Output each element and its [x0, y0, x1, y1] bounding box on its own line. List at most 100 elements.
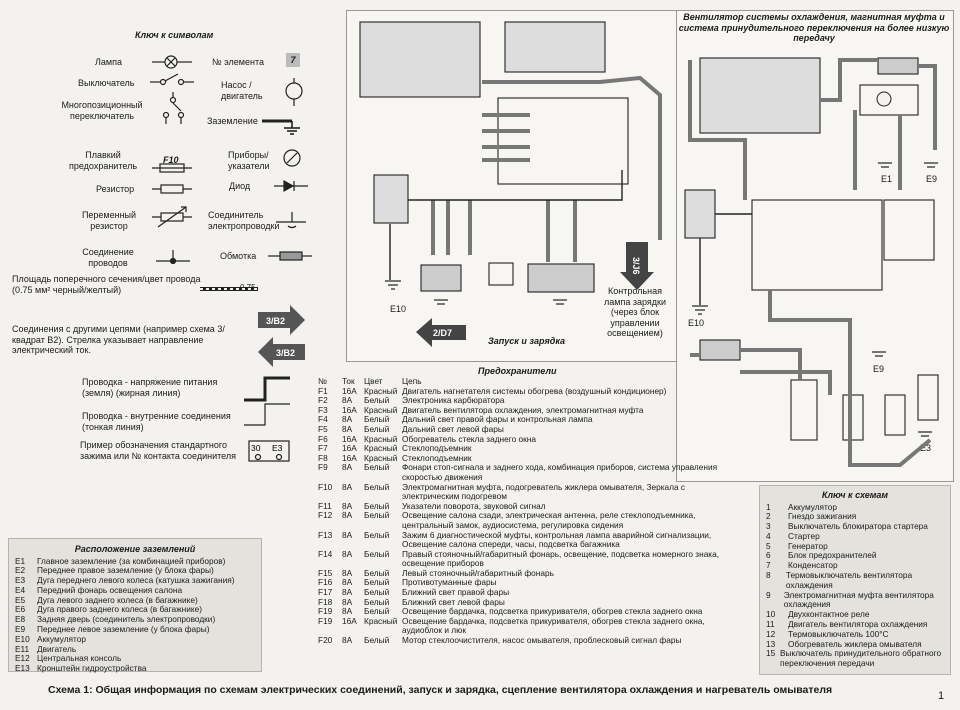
fuse-color: Белый [364, 529, 390, 540]
legend-desc: Стартер [788, 530, 820, 541]
e9-right-top: E9 [926, 174, 938, 184]
fuse-circuit: Стеклоподъемник [402, 443, 472, 454]
fuse-circuit: Фонари стоп-сигнала и заднего хода, комб… [402, 462, 718, 482]
fuse-circuit: Освещение салона сзади, электрическая ан… [402, 510, 696, 530]
fuse-color: Белый [364, 500, 390, 511]
fuse-circuit: Указатели поворота, звуковой сигнал [402, 500, 546, 511]
multiswitch-label: Многопозиционный переключатель [61, 100, 143, 121]
fuse-amp: 8A [342, 606, 353, 617]
legend-desc: Обогреватель жиклера омывателя [788, 638, 922, 649]
supply-wire-icon [244, 376, 290, 402]
legend-number: 9 [766, 589, 771, 600]
arrow-out-text: 3/B2 [266, 316, 285, 326]
ground-code: E4 [15, 584, 26, 595]
fuse-circuit: Правый стояночный/габаритный фонарь, осв… [402, 548, 720, 569]
gauges-label: Приборы/ указатели [228, 150, 270, 171]
connector-label: Соединитель электропроводки [208, 210, 280, 231]
fuse-amp: 16A [342, 385, 357, 396]
fuse-amp: 8A [342, 587, 353, 598]
section-value: 0.75 [240, 283, 256, 292]
fuse-circuit: Электроника карбюратора [402, 395, 505, 406]
legend-desc: Конденсатор [788, 560, 838, 571]
legend-number: 4 [766, 530, 771, 541]
fuse-amp: 8A [342, 548, 353, 559]
fuse-circuit: Двигатель вентилятора охлаждения, электр… [402, 404, 644, 415]
fan-panel-title: Вентилятор системы охлаждения, магнитная… [678, 12, 950, 43]
ground-desc: Кронштейн гидроустройства [37, 663, 147, 674]
grounds-title: Расположение заземлений [74, 544, 196, 554]
fuse-number: F20 [318, 635, 333, 646]
legend-number: 6 [766, 550, 771, 561]
legend-desc: Выключатель блокиратора стартера [788, 521, 928, 532]
fuse-color: Белый [364, 567, 390, 578]
fuse-number: F7 [318, 443, 328, 454]
terminal-b-text: E3 [272, 443, 283, 453]
fuse-color: Белый [364, 395, 390, 406]
legend-desc: Блок предохранителей [788, 550, 877, 561]
fuse-amp: 8A [342, 423, 353, 434]
arrow-out-icon [258, 305, 305, 335]
fuse-color: Белый [364, 548, 390, 559]
ground-code: E5 [15, 594, 26, 605]
fuse-number: F18 [318, 596, 333, 607]
ground-desc: Дуга левого заднего колеса (в багажнике) [37, 594, 198, 605]
fuse-color: Белый [364, 423, 390, 434]
fuse-circuit: Мотор стеклоочистителя, насос омывателя,… [402, 635, 682, 646]
ground-desc: Задняя дверь (соединитель электропроводк… [37, 614, 216, 625]
fuse-number: F15 [318, 567, 333, 578]
fuse-amp: 8A [342, 529, 353, 540]
fuse-number: F4 [318, 414, 328, 425]
fuse-amp: 8A [342, 395, 353, 406]
legend-number: 7 [766, 560, 771, 571]
page-number: 1 [938, 690, 945, 702]
fuse-number: F5 [318, 423, 328, 434]
resistor-label: Резистор [96, 184, 135, 194]
winding-symbol-icon [268, 251, 312, 261]
wireconn-symbol-icon [156, 250, 190, 265]
figure-caption: Схема 1: Общая информация по схемам элек… [48, 684, 833, 696]
terminal-a-text: 30 [251, 443, 261, 453]
ground-code: E12 [15, 653, 30, 664]
fuse-amp: 8A [342, 462, 353, 473]
fuse-number: F19 [318, 606, 333, 617]
fuse-amp: 8A [342, 500, 353, 511]
fuse-circuit: Ближний свет правой фары [402, 587, 510, 598]
fuse-amp: 8A [342, 414, 353, 425]
fuse-amp: 16A [342, 404, 357, 415]
fuse-color: Белый [364, 462, 390, 473]
fuse-circuit: Дальний свет правой фары и контрольная л… [402, 414, 593, 425]
e10-center: E10 [390, 304, 407, 314]
legend-desc: Генератор [788, 540, 828, 551]
lamp-symbol-icon [152, 55, 192, 69]
internal-wire-label: Проводка - внутренние соединения (тонкая… [82, 411, 231, 432]
fuse-circuit: Освещение бардачка, подсветка прикуриват… [402, 606, 703, 617]
diode-label: Диод [229, 181, 251, 191]
fuse-number: F14 [318, 548, 333, 559]
section-label: Площадь поперечного сечения/цвет провода… [12, 274, 201, 295]
ground-desc: Переднее правое заземление (у блока фары… [37, 565, 214, 576]
fuse-color: Белый [364, 596, 390, 607]
legend-number: 2 [766, 511, 771, 522]
diode-symbol-icon [274, 179, 308, 193]
